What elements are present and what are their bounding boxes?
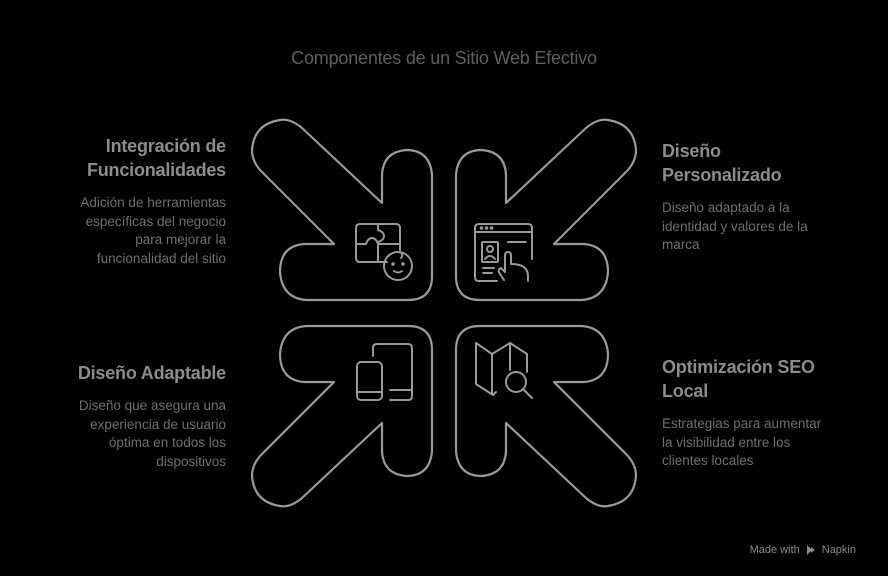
description-line: dispositivos bbox=[156, 453, 226, 469]
description-line: Adición de herramientas bbox=[80, 195, 226, 210]
description-line: clientes locales bbox=[662, 453, 754, 468]
diagram-title: Componentes de un Sitio Web Efectivo bbox=[291, 48, 597, 68]
arrow-down-left bbox=[454, 118, 638, 302]
description-line: la visibilidad entre los bbox=[662, 434, 791, 450]
item-integracion: Integración de Funcionalidades Adición d… bbox=[40, 134, 226, 268]
heading-line: Diseño bbox=[662, 141, 721, 161]
heading-line: Optimización SEO bbox=[662, 357, 815, 377]
item-description: Diseño adaptado a la identidad y valores… bbox=[662, 199, 862, 255]
item-heading: Diseño Adaptable bbox=[40, 361, 226, 385]
napkin-logo-icon bbox=[806, 545, 815, 555]
item-description: Estrategias para aumentar la visibilidad… bbox=[662, 415, 862, 471]
description-line: óptima en todos los bbox=[108, 435, 226, 450]
description-line: Diseño que asegura una bbox=[78, 398, 226, 413]
item-description: Diseño que asegura una experiencia de us… bbox=[40, 397, 226, 471]
heading-line: Personalizado bbox=[662, 165, 782, 185]
arrow-up-left bbox=[454, 324, 638, 508]
item-seo-local: Optimización SEO Local Estrategias para … bbox=[662, 355, 862, 471]
description-line: para mejorar la bbox=[135, 232, 226, 247]
made-with-napkin-badge[interactable]: Made with Napkin bbox=[750, 544, 856, 556]
description-line: Diseño adaptado a la bbox=[662, 200, 790, 215]
item-description: Adición de herramientas específicas del … bbox=[40, 194, 226, 268]
map-search-icon bbox=[475, 342, 533, 399]
heading-line: Funcionalidades bbox=[86, 160, 226, 180]
item-heading: Optimización SEO Local bbox=[662, 355, 862, 403]
web-profile-touch-icon bbox=[474, 223, 533, 282]
description-line: experiencia de usuario bbox=[90, 416, 226, 432]
napkin-brand-label: Napkin bbox=[821, 544, 856, 556]
puzzle-face-icon bbox=[355, 223, 413, 281]
description-line: específicas del negocio bbox=[85, 213, 226, 229]
arrow-down-right bbox=[250, 118, 434, 302]
item-heading: Diseño Personalizado bbox=[662, 139, 862, 187]
item-diseno-personalizado: Diseño Personalizado Diseño adaptado a l… bbox=[662, 139, 862, 255]
heading-line: Integración de bbox=[105, 136, 226, 156]
item-diseno-adaptable: Diseño Adaptable Diseño que asegura una … bbox=[40, 361, 226, 471]
made-with-label: Made with bbox=[749, 544, 800, 556]
item-heading: Integración de Funcionalidades bbox=[40, 134, 226, 182]
description-line: funcionalidad del sitio bbox=[96, 250, 226, 266]
heading-line: Local bbox=[662, 381, 709, 401]
arrow-up-right bbox=[250, 324, 434, 508]
description-line: marca bbox=[662, 237, 700, 252]
description-line: Estrategias para aumentar bbox=[662, 416, 822, 431]
responsive-devices-icon bbox=[356, 343, 413, 401]
heading-line: Diseño Adaptable bbox=[77, 363, 226, 383]
description-line: identidad y valores de la bbox=[662, 218, 808, 234]
